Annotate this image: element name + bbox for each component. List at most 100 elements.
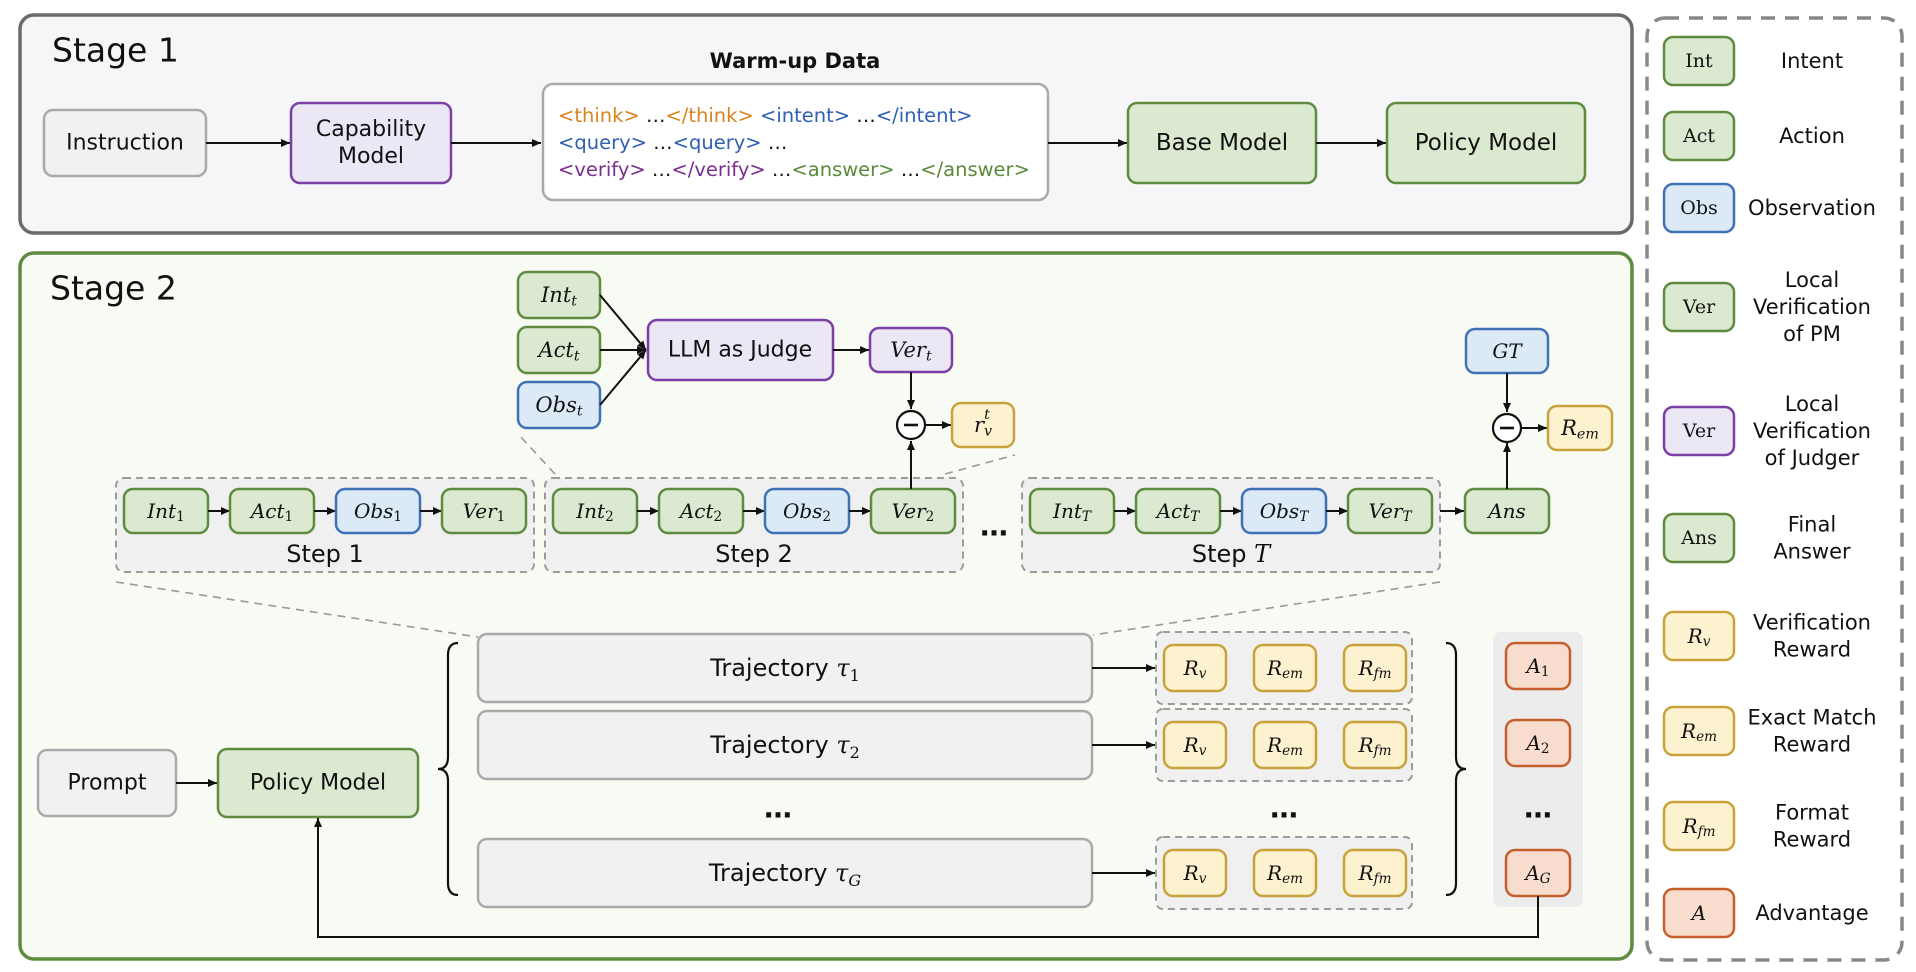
reward-fm-label-2: Rfm bbox=[1358, 733, 1392, 759]
step-1-act-label: Act1 bbox=[249, 499, 293, 525]
capability-model-box bbox=[289, 101, 453, 185]
step-2-ver-box bbox=[869, 487, 957, 535]
advantage-2-box bbox=[1504, 718, 1572, 768]
trajectory-1-label: Trajectory τ1 bbox=[709, 654, 860, 685]
legend-6-label-line: Reward bbox=[1773, 638, 1851, 662]
reward-em-box-2 bbox=[1252, 720, 1318, 770]
trajectory-3-label: Trajectory τG bbox=[708, 859, 861, 890]
legend-4-icon bbox=[1662, 405, 1736, 457]
reward-em-box-1 bbox=[1252, 643, 1318, 693]
llm-judge-label: LLM as Judge bbox=[668, 338, 812, 363]
step-2-ver-label: Ver2 bbox=[892, 499, 935, 525]
judge-input-obs-label: Obst bbox=[535, 393, 582, 419]
legend-5-label-line: Answer bbox=[1773, 540, 1851, 564]
legend-2-label-line: Observation bbox=[1748, 196, 1876, 220]
advantage-1-box bbox=[1504, 641, 1572, 691]
step-3-int-label: IntT bbox=[1052, 499, 1092, 525]
zoom-line-left bbox=[518, 434, 556, 475]
legend-7-icon bbox=[1662, 705, 1736, 757]
legend-1-icon bbox=[1662, 110, 1736, 162]
policy-model-label-stage1: Policy Model bbox=[1415, 130, 1558, 156]
legend-1-icon-text: Act bbox=[1682, 125, 1715, 147]
legend-8-icon-math: Rfm bbox=[1682, 814, 1716, 840]
reward-em-label-1: Rem bbox=[1266, 656, 1303, 682]
r-v-t-label: rvt bbox=[974, 407, 992, 439]
step-3-act-label: ActT bbox=[1155, 499, 1201, 525]
step-3-ver-label: VerT bbox=[1368, 499, 1412, 525]
arrow-judge-input-3 bbox=[599, 349, 647, 406]
legend-8-icon bbox=[1662, 800, 1736, 852]
step-1-label: Step 1 bbox=[286, 540, 364, 568]
reward-em-label-3: Rem bbox=[1266, 861, 1303, 887]
step-1-int-label: Int1 bbox=[146, 499, 184, 525]
reward-fm-box-2 bbox=[1342, 720, 1408, 770]
step-3-label: Step T bbox=[1192, 540, 1272, 568]
step-3-obs-label: ObsT bbox=[1260, 499, 1309, 525]
judge-input-int-label: Intt bbox=[540, 283, 577, 309]
reward-v-label-1: Rv bbox=[1183, 656, 1207, 682]
reward-fm-label-3: Rfm bbox=[1358, 861, 1392, 887]
legend-6-label-line: Verification bbox=[1753, 611, 1871, 635]
step-3-group bbox=[1021, 477, 1441, 573]
zoom-line-traj-left bbox=[115, 581, 479, 638]
legend-3-icon-text: Ver bbox=[1682, 296, 1716, 318]
trajectory-ellipsis: … bbox=[764, 792, 792, 825]
warmup-line-1: <think> …</think> <intent> …</intent> bbox=[558, 104, 972, 127]
legend-5-icon bbox=[1662, 512, 1736, 564]
step-1-obs-label: Obs1 bbox=[354, 499, 402, 525]
legend-6-icon-math: Rv bbox=[1687, 624, 1711, 650]
capability-model-label-line: Capability bbox=[316, 117, 426, 142]
legend-8-label-line: Reward bbox=[1773, 828, 1851, 852]
legend-9-icon bbox=[1662, 887, 1736, 939]
legend-2-icon bbox=[1662, 182, 1736, 234]
advantage-ellipsis: … bbox=[1524, 792, 1552, 825]
reward-ellipsis: … bbox=[1270, 792, 1298, 825]
legend-4-label-line: Verification bbox=[1753, 419, 1871, 443]
legend-0-icon bbox=[1662, 35, 1736, 87]
step-1-ver-box bbox=[440, 487, 528, 535]
advantage-column bbox=[1493, 632, 1583, 907]
brace-right bbox=[1445, 641, 1467, 897]
legend-7-label-line: Reward bbox=[1773, 733, 1851, 757]
advantage-2-label: A2 bbox=[1524, 731, 1549, 757]
legend-1-label: Action bbox=[1779, 124, 1845, 148]
ans-label: Ans bbox=[1486, 499, 1526, 523]
legend-9-label: Advantage bbox=[1755, 901, 1868, 925]
step-2-act-label: Act2 bbox=[678, 499, 722, 525]
warmup-data-title: Warm-up Data bbox=[710, 49, 881, 73]
advantage-3-label: AG bbox=[1523, 861, 1550, 887]
legend-7-label-line: Exact Match bbox=[1747, 706, 1876, 730]
policy-model-box-stage1 bbox=[1385, 101, 1587, 185]
step-2-obs-label: Obs2 bbox=[783, 499, 831, 525]
reward-fm-box-1 bbox=[1342, 643, 1408, 693]
reward-v-label-2: Rv bbox=[1183, 733, 1207, 759]
stage1-title: Stage 1 bbox=[52, 31, 179, 70]
step-1-ver-label: Ver1 bbox=[463, 499, 506, 525]
reward-fm-box-3 bbox=[1342, 848, 1408, 898]
policy-model-box-stage2 bbox=[216, 747, 420, 819]
warmup-line-3: <verify> …</verify> …<answer> …</answer> bbox=[558, 158, 1030, 181]
legend-7-icon-math: Rem bbox=[1680, 719, 1717, 745]
brace-left bbox=[437, 641, 459, 897]
legend-8-label-line: Format bbox=[1775, 801, 1849, 825]
arrow-feedback-loop bbox=[314, 818, 1539, 938]
judge-input-act-label: Actt bbox=[536, 338, 579, 364]
prompt-label: Prompt bbox=[68, 771, 147, 796]
reward-v-box-1 bbox=[1162, 643, 1228, 693]
capability-model-label-line: Model bbox=[338, 144, 404, 169]
reward-v-label-3: Rv bbox=[1183, 861, 1207, 887]
advantage-1-label: A1 bbox=[1524, 654, 1549, 680]
legend-3-label-line: Verification bbox=[1753, 295, 1871, 319]
stage2-panel bbox=[18, 251, 1634, 961]
reward-v-box-3 bbox=[1162, 848, 1228, 898]
legend-5-label-line: Final bbox=[1788, 513, 1836, 537]
r-em-top-label: Rem bbox=[1560, 416, 1599, 442]
